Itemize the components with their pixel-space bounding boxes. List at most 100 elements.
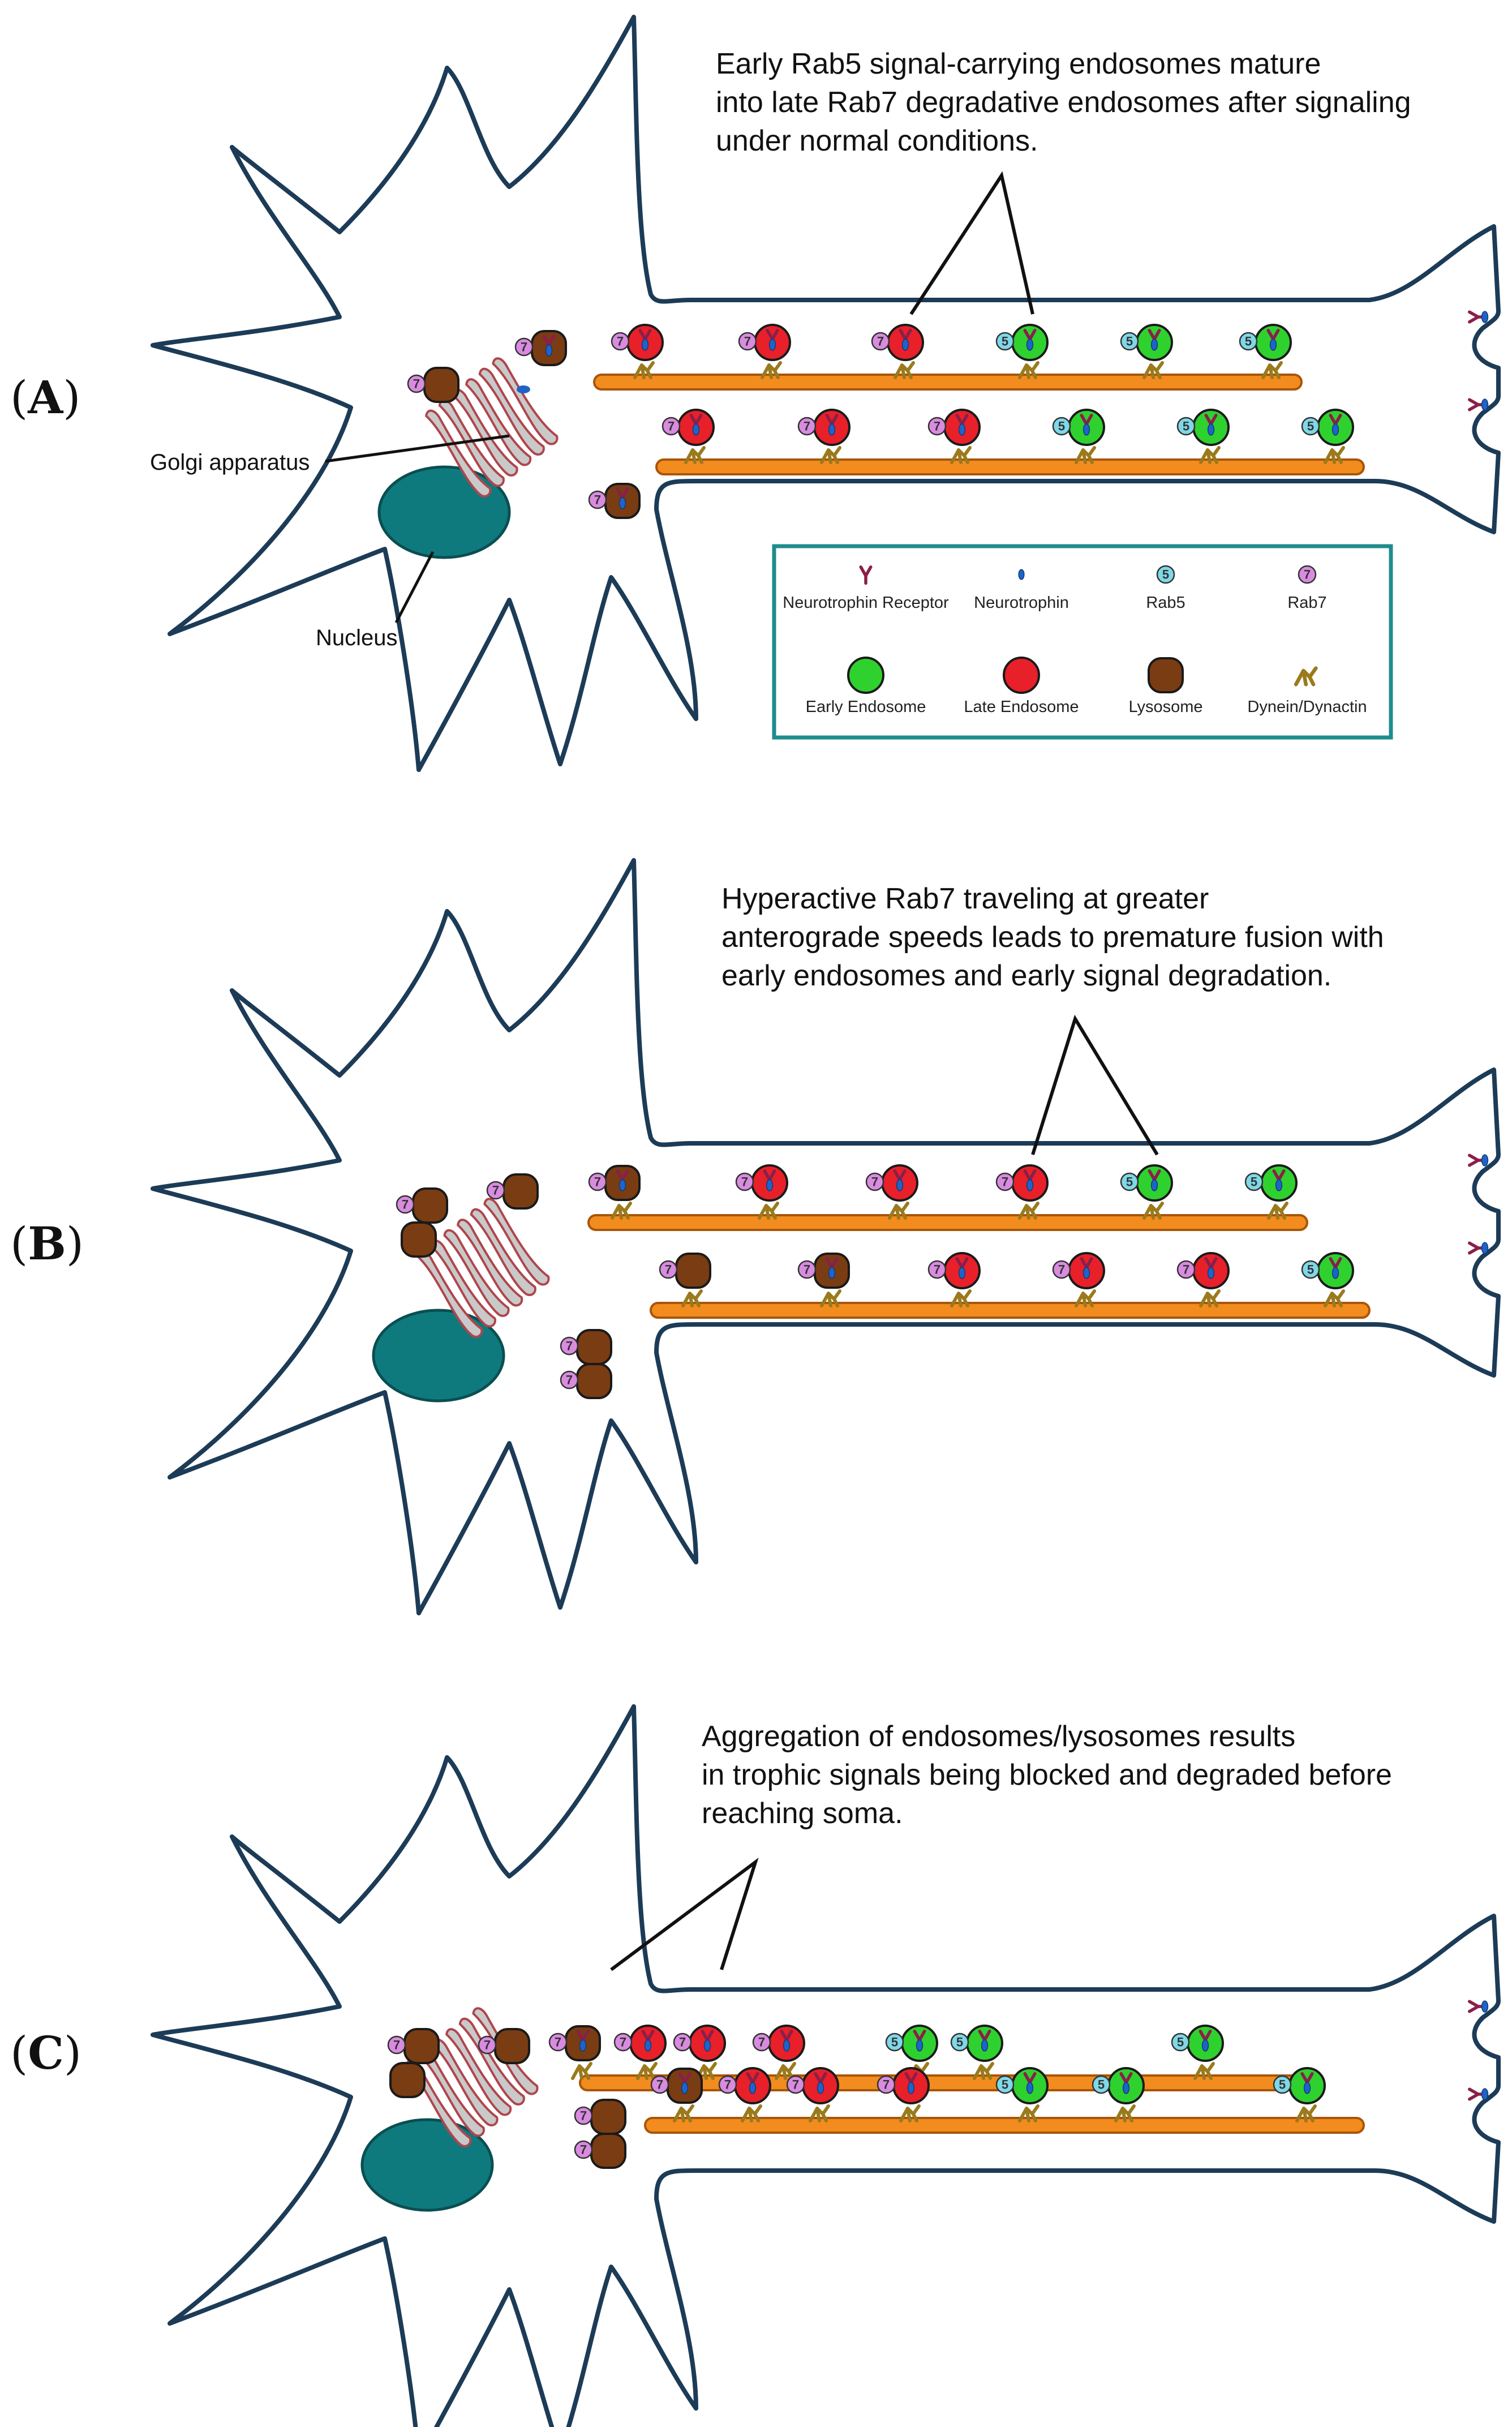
svg-text:7: 7 <box>1183 1263 1189 1277</box>
svg-text:7: 7 <box>665 1263 672 1277</box>
microtubule-track <box>655 458 1365 475</box>
lysosome: 7 <box>478 2028 530 2064</box>
neurotrophin-icon <box>1150 1179 1158 1191</box>
late-endosome: 7 <box>1176 1252 1230 1307</box>
neurotrophin-icon <box>907 2082 915 2094</box>
rab7-icon: 7 <box>662 417 681 436</box>
legend-box <box>772 544 1393 740</box>
svg-text:5: 5 <box>1279 2078 1286 2092</box>
svg-text:7: 7 <box>594 493 601 507</box>
rab7-icon: 7 <box>560 1336 579 1356</box>
rab7-icon: 7 <box>797 417 817 436</box>
dynein-dynactin-icon <box>1075 446 1096 464</box>
svg-text:7: 7 <box>580 2109 587 2123</box>
caption-line: anterograde speeds leads to premature fu… <box>721 921 1384 954</box>
caption-line: under normal conditions. <box>716 125 1038 157</box>
microtubule-track <box>593 374 1303 391</box>
dynein-dynactin-icon <box>950 1289 972 1307</box>
early-endosome: 5 <box>1301 1252 1354 1307</box>
dynein-dynactin-icon <box>1267 1202 1288 1220</box>
early-endosome: 5 <box>1273 2067 1326 2122</box>
neuron-cell-outline <box>151 15 1501 772</box>
panel-letter: (A) <box>10 371 81 424</box>
svg-text:7: 7 <box>393 2038 400 2052</box>
neurotrophin-icon <box>901 338 909 351</box>
neurotrophin-icon <box>958 423 966 436</box>
svg-text:5: 5 <box>1307 1263 1314 1277</box>
rab7-icon: 7 <box>877 2075 896 2094</box>
rab5-icon: 5 <box>1120 332 1139 351</box>
golgi-label: Golgi apparatus <box>150 450 310 475</box>
rab5-icon: 5 <box>950 2032 969 2052</box>
panel-letter: (C) <box>10 2026 81 2079</box>
svg-text:7: 7 <box>744 335 751 349</box>
rab7-icon: 7 <box>718 2075 737 2094</box>
lysosome: 7 <box>650 2068 703 2122</box>
late-endosome: 7 <box>797 409 850 464</box>
early-endosome: 5 <box>1052 409 1105 464</box>
rab5-icon: 5 <box>1092 2075 1111 2094</box>
lysosome-swatch <box>1148 657 1184 693</box>
late-endosome: 7 <box>865 1164 918 1220</box>
lysosome: 7 <box>407 367 459 403</box>
svg-text:7: 7 <box>594 1175 601 1189</box>
nucleus-label: Nucleus <box>316 625 398 650</box>
svg-text:7: 7 <box>402 1198 409 1212</box>
neurotrophin-icon <box>545 344 553 357</box>
rab7-icon: 7 <box>735 1172 754 1191</box>
early-endosome: 5 <box>1120 1164 1173 1220</box>
rab5-icon: 5 <box>1176 417 1196 436</box>
neurotrophin-icon <box>1201 2039 1209 2052</box>
rab7-icon: 7 <box>650 2075 669 2094</box>
rab5-icon: 5 <box>995 332 1015 351</box>
svg-text:7: 7 <box>555 2035 561 2049</box>
rab7-icon: 7 <box>548 2032 568 2052</box>
svg-text:7: 7 <box>1002 1175 1008 1189</box>
dynein-dynactin-icon <box>681 1289 703 1307</box>
svg-text:7: 7 <box>492 1184 499 1198</box>
panel-b: (B)Hyperactive Rab7 traveling at greater… <box>10 858 1501 1615</box>
golgi-apparatus <box>416 1198 550 1338</box>
dynein-dynactin-icon <box>741 2104 762 2122</box>
rab7-icon: 7 <box>752 2032 771 2052</box>
early-endosome-swatch <box>847 657 884 694</box>
legend-label: Dynein/Dynactin <box>1247 698 1367 716</box>
late-endosome: 7 <box>718 2067 771 2122</box>
legend-item-early: Early Endosome <box>806 657 926 716</box>
rab7-icon: 7 <box>1052 1260 1071 1279</box>
svg-text:5: 5 <box>1177 2035 1184 2049</box>
late-endosome: 7 <box>611 324 664 379</box>
neuron-cell-outline <box>151 858 1501 1615</box>
neurotrophin-icon <box>1150 338 1158 351</box>
rab7-icon: 7 <box>478 2035 497 2055</box>
lysosome: 7 <box>548 2025 601 2080</box>
neurotrophin-icon <box>749 2082 757 2094</box>
callout-line <box>610 1858 759 1971</box>
rab5-icon: 5 <box>1239 332 1258 351</box>
rab7-icon: 7 <box>613 2032 633 2052</box>
rab7-icon: 7 <box>673 2032 692 2052</box>
legend-label: Late Endosome <box>964 698 1079 716</box>
neurotrophin-icon <box>828 1267 836 1279</box>
rab7-icon: 7 <box>486 1181 505 1200</box>
svg-text:5: 5 <box>1058 419 1065 434</box>
dynein-dynactin-icon <box>633 361 655 379</box>
dynein-dynactin-icon <box>1142 1202 1164 1220</box>
dynein-dynactin-icon <box>1142 361 1164 379</box>
caption-line: Hyperactive Rab7 traveling at greater <box>721 882 1209 915</box>
rab7-icon: 7 <box>574 2106 593 2125</box>
rab7-icon: 7 <box>1176 1260 1196 1279</box>
dynein-dynactin-icon <box>636 2062 658 2080</box>
late-endosome: 7 <box>786 2067 839 2122</box>
dynein-dynactin-icon <box>695 2062 717 2080</box>
svg-text:5: 5 <box>1002 335 1008 349</box>
microtubule-track <box>650 1302 1371 1319</box>
neurotrophin-icon <box>618 1179 626 1191</box>
rab5-icon: 5 <box>1052 417 1071 436</box>
dynein-dynactin-icon <box>1018 361 1040 379</box>
caption-line: in trophic signals being blocked and deg… <box>702 1759 1392 1791</box>
lysosome: 7 <box>588 483 641 519</box>
neurotrophin-icon <box>1481 2000 1489 2013</box>
neurotrophin-icon <box>916 2039 923 2052</box>
